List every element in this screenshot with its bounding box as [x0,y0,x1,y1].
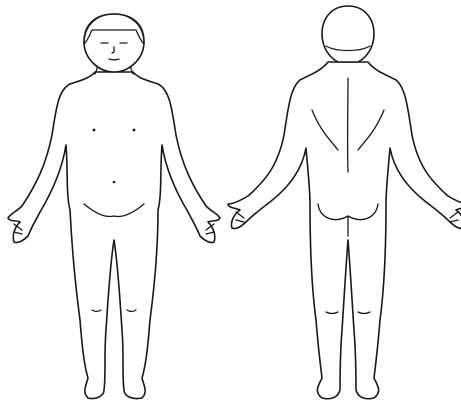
back-body-outline [228,62,461,399]
front-view-figure [8,14,220,399]
back-head-outline [322,6,374,62]
front-nipple-right [133,129,136,132]
front-navel [113,181,116,184]
front-head-outline [84,14,144,72]
front-nipple-left [93,129,96,132]
back-view-figure [228,6,461,399]
front-body-outline [8,72,220,399]
